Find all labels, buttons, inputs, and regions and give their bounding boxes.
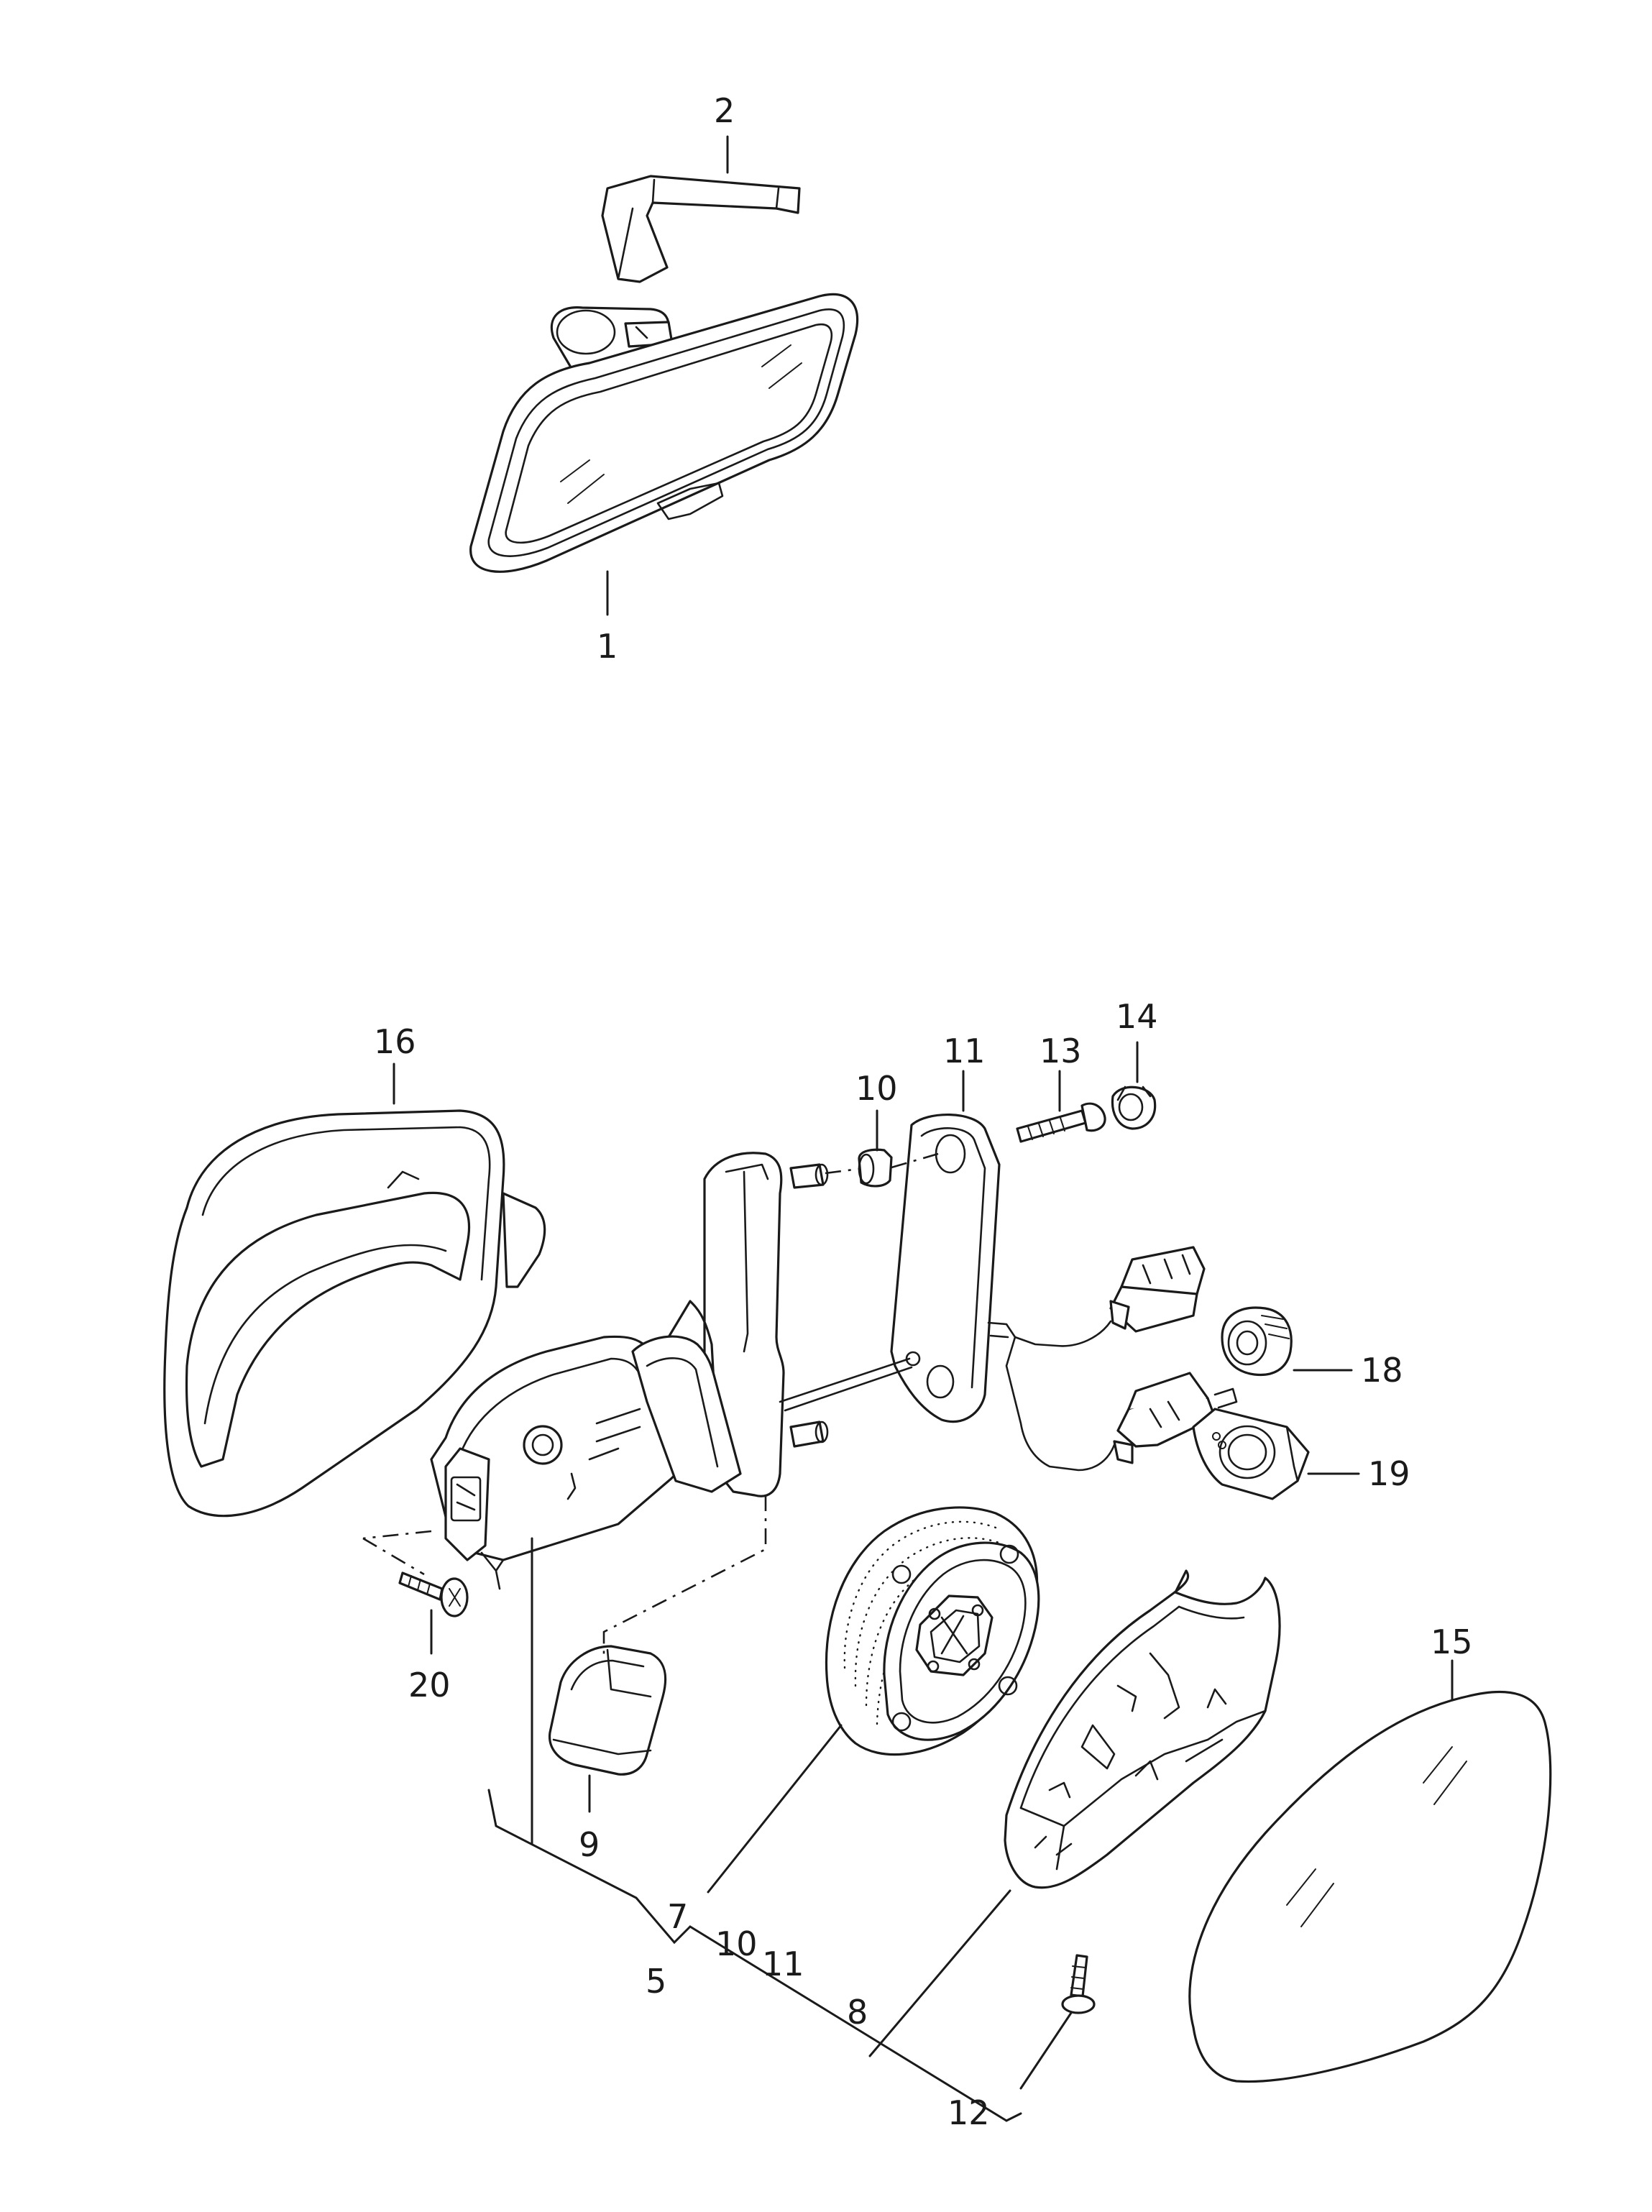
callout-7: 7 xyxy=(667,1897,688,1936)
callout-15: 15 xyxy=(1431,1623,1473,1661)
assembly-guide-lines xyxy=(362,1152,939,1661)
exterior-mirror-assembly xyxy=(163,1086,1552,2083)
callout-19: 19 xyxy=(1368,1454,1410,1493)
callout-12: 12 xyxy=(947,2093,990,2132)
callout-13: 13 xyxy=(1040,1032,1082,1070)
mirror-glass-carrier xyxy=(1004,1569,1281,1889)
rubber-bush xyxy=(858,1148,893,1188)
callout-16: 16 xyxy=(374,1022,416,1061)
bolt xyxy=(1016,1102,1106,1143)
self-tapping-screw xyxy=(398,1571,469,1617)
exterior-mirror-glass xyxy=(1188,1690,1552,2083)
glass-carrier-screw xyxy=(1061,1954,1096,2014)
lamp-holder xyxy=(1192,1408,1310,1500)
cover-cap xyxy=(548,1645,667,1776)
callout-labels: 2 1 16 10 11 13 14 18 19 20 15 9 7 10 11… xyxy=(374,91,1473,2132)
callout-20: 20 xyxy=(408,1666,451,1704)
mounting-plate xyxy=(890,1114,1001,1423)
interior-mirror-housing xyxy=(469,293,859,573)
mirror-cap xyxy=(163,1109,546,1518)
mirror-mount-cover xyxy=(601,175,801,283)
callout-11-bottom: 11 xyxy=(762,1945,804,1983)
callout-8: 8 xyxy=(847,1993,868,2032)
callout-10-top: 10 xyxy=(855,1069,898,1108)
wiring-harness xyxy=(779,1246,1238,1472)
mirror-base-carrier xyxy=(430,1152,829,1590)
leader-lines xyxy=(393,135,1454,2122)
callout-2: 2 xyxy=(714,91,735,130)
callout-14: 14 xyxy=(1116,997,1158,1036)
nut xyxy=(1111,1086,1157,1130)
adjustment-motor xyxy=(825,1506,1040,1756)
callout-10-bottom: 10 xyxy=(715,1924,758,1963)
callout-9: 9 xyxy=(579,1825,600,1864)
puddle-lamp xyxy=(1221,1306,1293,1377)
callout-5: 5 xyxy=(646,1962,666,2001)
callout-1: 1 xyxy=(597,627,618,666)
callout-18: 18 xyxy=(1361,1351,1403,1390)
interior-mirror-assembly xyxy=(469,175,859,573)
callout-11-top: 11 xyxy=(943,1032,986,1070)
